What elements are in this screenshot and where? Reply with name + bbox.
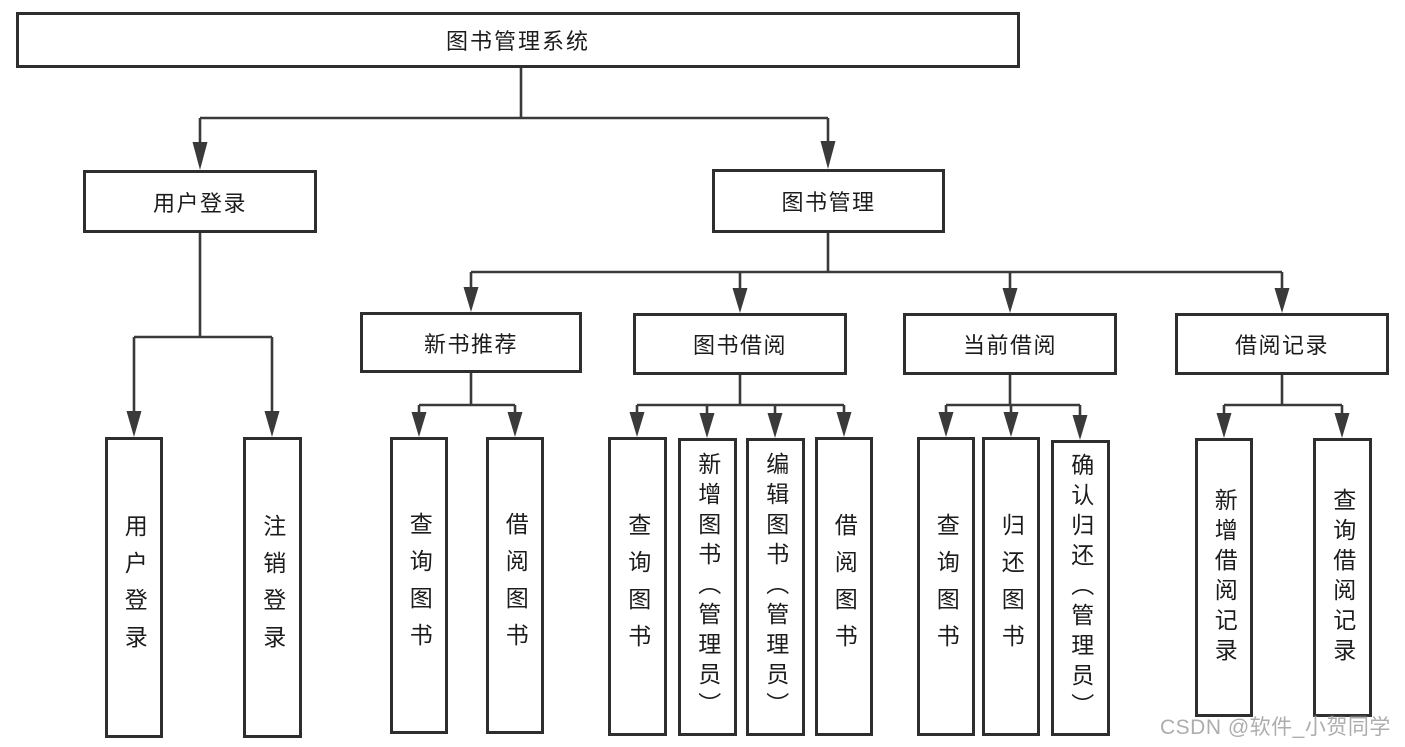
connector-records-to-leaves — [1222, 375, 1344, 415]
node-current-borrow: 当前借阅 — [903, 313, 1117, 375]
arrow-icon — [1003, 412, 1019, 437]
arrow-icon — [732, 288, 748, 313]
connector-current-to-leaves — [944, 375, 1082, 417]
leaf-add-borrow-record: 新增借阅记录 — [1195, 438, 1253, 717]
arrow-icon — [1072, 415, 1088, 440]
arrowheads — [126, 141, 1350, 440]
arrow-icon — [507, 412, 523, 437]
connector-newbook-to-leaves — [417, 373, 517, 414]
node-label: 当前借阅 — [962, 333, 1057, 358]
leaf-logout: 注销登录 — [243, 437, 302, 738]
node-label: 图书借阅 — [692, 333, 787, 358]
arrow-icon — [1002, 288, 1018, 313]
connector-root-to-level2 — [198, 68, 830, 144]
connector-userlogin-to-leaves — [132, 233, 274, 413]
leaf-borrow-books: 借阅图书 — [486, 437, 544, 734]
arrow-icon — [820, 141, 836, 169]
node-label: 用户登录 — [152, 190, 247, 216]
arrow-icon — [629, 412, 645, 437]
arrow-icon — [126, 411, 142, 437]
node-root: 图书管理系统 — [16, 12, 1020, 68]
arrow-icon — [264, 411, 280, 437]
arrow-icon — [463, 287, 479, 312]
arrow-icon — [192, 142, 208, 170]
leaf-query-books: 查询图书 — [608, 437, 667, 736]
leaf-query-books: 查询图书 — [390, 437, 448, 734]
node-label: 图书管理 — [781, 190, 876, 215]
node-root-label: 图书管理系统 — [445, 29, 590, 54]
arrow-icon — [1334, 413, 1350, 438]
arrow-icon — [836, 412, 852, 437]
leaf-return-books: 归还图书 — [982, 437, 1040, 736]
node-user-login: 用户登录 — [83, 170, 317, 233]
leaf-borrow-books: 借阅图书 — [815, 437, 873, 736]
leaf-confirm-return-admin: 确认归还（管理员） — [1051, 440, 1110, 736]
node-borrow-records: 借阅记录 — [1175, 313, 1389, 375]
leaf-user-login: 用户登录 — [105, 437, 163, 738]
node-label: 新书推荐 — [423, 331, 518, 357]
arrow-icon — [411, 412, 427, 437]
connector-borrow-to-leaves — [635, 375, 846, 415]
leaf-query-borrow-record: 查询借阅记录 — [1313, 438, 1372, 717]
connector-bookmgmt-to-level3 — [469, 233, 1284, 290]
arrow-icon — [1216, 413, 1232, 438]
arrow-icon — [767, 413, 783, 438]
node-book-management: 图书管理 — [712, 169, 945, 233]
leaf-add-books-admin: 新增图书（管理员） — [678, 438, 737, 736]
csdn-watermark: CSDN @软件_小贺同学 — [1160, 716, 1391, 739]
arrow-icon — [699, 413, 715, 438]
node-new-book-recommend: 新书推荐 — [360, 312, 582, 373]
leaf-query-books: 查询图书 — [917, 437, 975, 736]
leaf-edit-books-admin: 编辑图书（管理员） — [746, 438, 805, 736]
arrow-icon — [1274, 288, 1290, 313]
node-label: 借阅记录 — [1234, 333, 1329, 358]
node-book-borrow: 图书借阅 — [633, 313, 847, 375]
arrow-icon — [938, 412, 954, 437]
